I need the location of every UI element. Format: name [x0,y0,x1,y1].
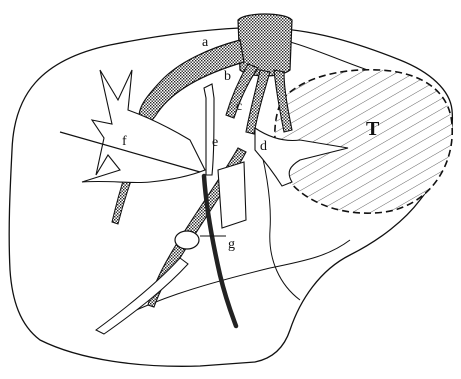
label-e: e [212,135,218,150]
label-T: T [366,118,380,140]
label-g: g [228,237,235,252]
label-b: b [224,69,231,84]
label-c: c [236,99,242,114]
portal-vessel-e [204,84,214,175]
portal-lower-branch [96,258,188,334]
hilar-plate [218,162,246,228]
label-d: d [260,139,267,154]
label-a: a [202,35,209,50]
round-structure [175,231,199,249]
label-f: f [122,134,127,149]
